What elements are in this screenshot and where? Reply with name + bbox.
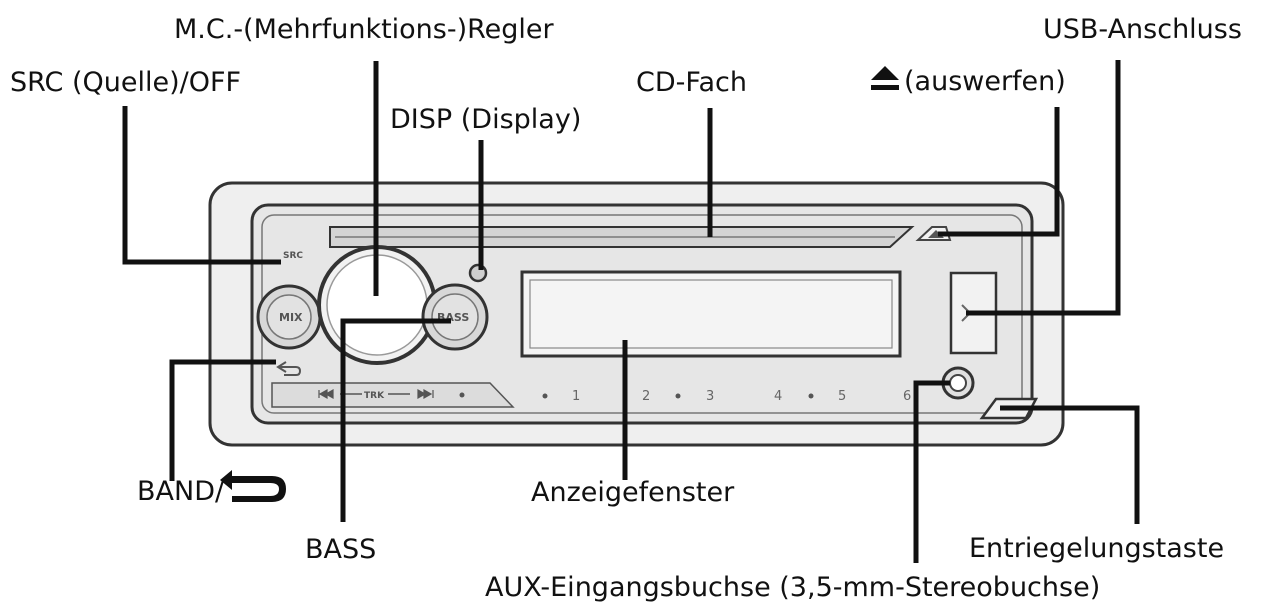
label-entriegelung: Entriegelungstaste	[969, 533, 1224, 564]
label-aux: AUX-Eingangsbuchse (3,5-mm-Stereobuchse)	[485, 572, 1100, 603]
leader-eject	[938, 107, 1060, 237]
callout-labels: M.C.-(Mehrfunktions-)Regler USB-Anschlus…	[10, 14, 1242, 603]
back-arrow-icon	[220, 470, 286, 502]
label-disp: DISP (Display)	[390, 104, 581, 135]
back-arrow-icon	[276, 361, 302, 376]
label-cd: CD-Fach	[636, 67, 747, 98]
device-mix-label: MIX	[279, 311, 303, 324]
leader-lines	[122, 60, 1140, 563]
label-band: BAND/	[137, 476, 225, 507]
label-eject: (auswerfen)	[904, 66, 1066, 97]
preset-6[interactable]: 6	[903, 389, 911, 404]
preset-1[interactable]: 1	[572, 389, 580, 404]
leader-bass	[340, 318, 451, 522]
leader-band	[169, 359, 276, 481]
preset-4[interactable]: 4	[774, 389, 782, 404]
preset-3[interactable]: 3	[706, 389, 714, 404]
leader-usb	[966, 60, 1121, 316]
skip-forward-icon	[417, 388, 434, 400]
display-window	[520, 270, 902, 358]
eject-icon	[871, 66, 899, 90]
leader-aux	[913, 380, 950, 563]
label-bass: BASS	[305, 534, 376, 565]
preset-5[interactable]: 5	[838, 389, 846, 404]
label-mc: M.C.-(Mehrfunktions-)Regler	[174, 14, 555, 45]
label-src: SRC (Quelle)/OFF	[10, 67, 241, 98]
label-usb: USB-Anschluss	[1043, 14, 1242, 45]
car-stereo: SRC MIX BASS TRK	[208, 181, 1065, 447]
button-strip	[271, 382, 515, 408]
preset-2[interactable]: 2	[642, 389, 650, 404]
leader-entriegelung	[1000, 405, 1140, 524]
skip-back-icon	[318, 388, 334, 400]
disp-button[interactable]	[468, 263, 488, 283]
label-anzeige: Anzeigefenster	[531, 477, 735, 508]
band-back-button[interactable]	[276, 361, 302, 376]
device-src-label: SRC	[283, 251, 303, 261]
eject-button[interactable]	[915, 226, 952, 241]
leader-src	[122, 106, 281, 265]
device-trk-label: TRK	[364, 391, 385, 401]
